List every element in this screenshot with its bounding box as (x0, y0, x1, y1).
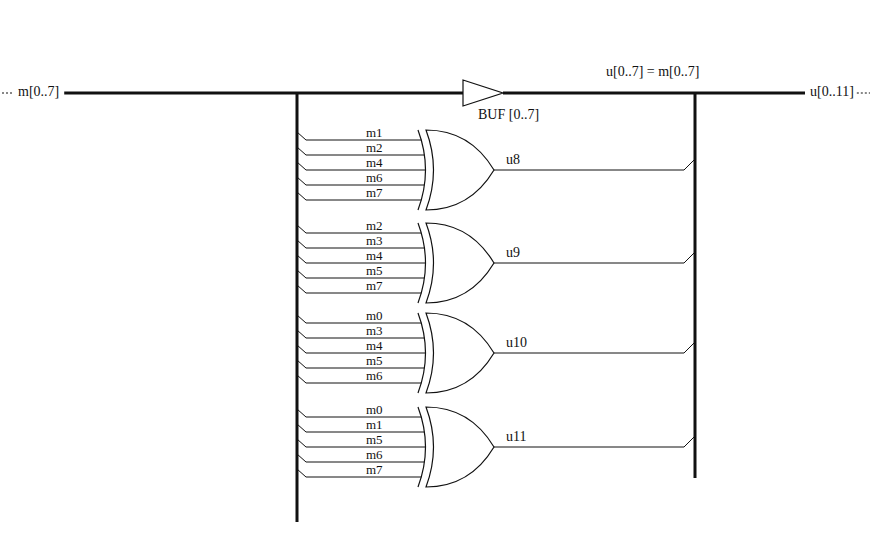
bus-line (64, 92, 463, 95)
signal-label: m6 (366, 447, 383, 463)
signal-label: u[0..7] = m[0..7] (606, 64, 699, 80)
input-wire (297, 375, 421, 383)
signal-label: m5 (366, 353, 383, 369)
input-wire (297, 285, 421, 293)
input-wire (297, 270, 424, 278)
input-wire (297, 132, 421, 140)
input-wire (297, 469, 421, 477)
xor-gate (426, 223, 494, 303)
input-wire (297, 315, 421, 323)
input-wire (297, 345, 426, 353)
signal-label: m4 (366, 248, 383, 264)
signal-label: u[0..11] (810, 84, 854, 100)
input-wire (297, 192, 421, 200)
output-wire (494, 159, 695, 170)
signal-label: m3 (366, 323, 383, 339)
signal-label: m5 (366, 432, 383, 448)
xor-gate-back (418, 130, 426, 210)
input-wire (297, 424, 424, 432)
bus-line (296, 93, 299, 522)
output-wire (494, 252, 695, 263)
signal-label: m3 (366, 233, 383, 249)
signal-label: u11 (506, 429, 526, 445)
signal-label: m4 (366, 338, 383, 354)
xor-gate (426, 313, 494, 393)
xor-gate-back (418, 407, 426, 487)
xor-gate-back (418, 223, 426, 303)
wire (455, 92, 463, 93)
signal-label: m1 (366, 417, 383, 433)
input-wire (297, 255, 426, 263)
signal-label: BUF [0..7] (478, 107, 539, 123)
bus-line (694, 93, 697, 478)
input-wire (297, 240, 424, 248)
input-wire (297, 454, 424, 462)
xor-gate (426, 130, 494, 210)
signal-label: m1 (366, 125, 383, 141)
signal-label: m2 (366, 218, 383, 234)
input-wire (297, 409, 421, 417)
signal-label: m7 (366, 462, 383, 478)
signal-label: m6 (366, 170, 383, 186)
port-stub (857, 93, 870, 94)
input-wire (297, 330, 424, 338)
signal-label: m7 (366, 185, 383, 201)
signal-label: u9 (506, 245, 520, 261)
signal-label: m[0..7] (18, 84, 59, 100)
signal-label: m0 (366, 308, 383, 324)
buffer-symbol (463, 80, 503, 106)
bus-line (503, 92, 805, 95)
xor-gate-back (418, 313, 426, 393)
signal-label: m2 (366, 140, 383, 156)
signal-label: m5 (366, 263, 383, 279)
xor-gate (426, 407, 494, 487)
input-wire (297, 439, 426, 447)
input-wire (297, 147, 424, 155)
signal-label: u8 (506, 152, 520, 168)
signal-label: m0 (366, 402, 383, 418)
input-wire (297, 162, 426, 170)
input-wire (297, 225, 421, 233)
signal-label: m7 (366, 278, 383, 294)
signal-label: m4 (366, 155, 383, 171)
signal-label: u10 (506, 335, 527, 351)
input-wire (297, 177, 424, 185)
signal-label: m6 (366, 368, 383, 384)
input-wire (297, 360, 424, 368)
port-stub (2, 93, 14, 94)
